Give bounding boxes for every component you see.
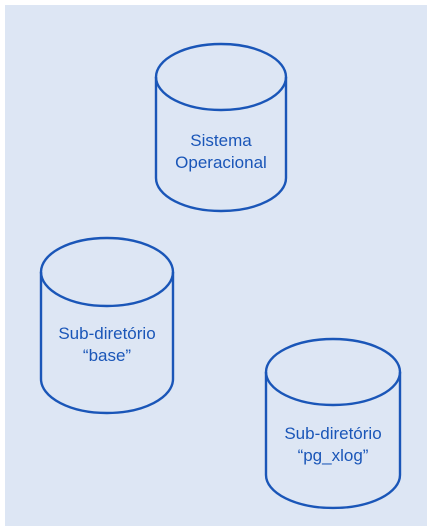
label-line: “pg_xlog” — [297, 446, 369, 465]
label-line: Sub-diretório — [284, 424, 382, 443]
cylinder-sistema-operacional — [154, 42, 288, 213]
label-line: “base” — [82, 346, 132, 365]
label-line: Sistema — [190, 131, 252, 150]
label-line: Sub-diretório — [58, 324, 156, 343]
label-sistema-operacional: Sistema Operacional — [156, 130, 286, 174]
diagram-background — [5, 5, 427, 526]
label-base: Sub-diretório “base” — [41, 323, 173, 367]
cylinder-base — [39, 236, 175, 415]
label-line: Operacional — [175, 153, 267, 172]
cylinder-pg-xlog — [264, 337, 402, 510]
label-pg-xlog: Sub-diretório “pg_xlog” — [266, 423, 400, 467]
